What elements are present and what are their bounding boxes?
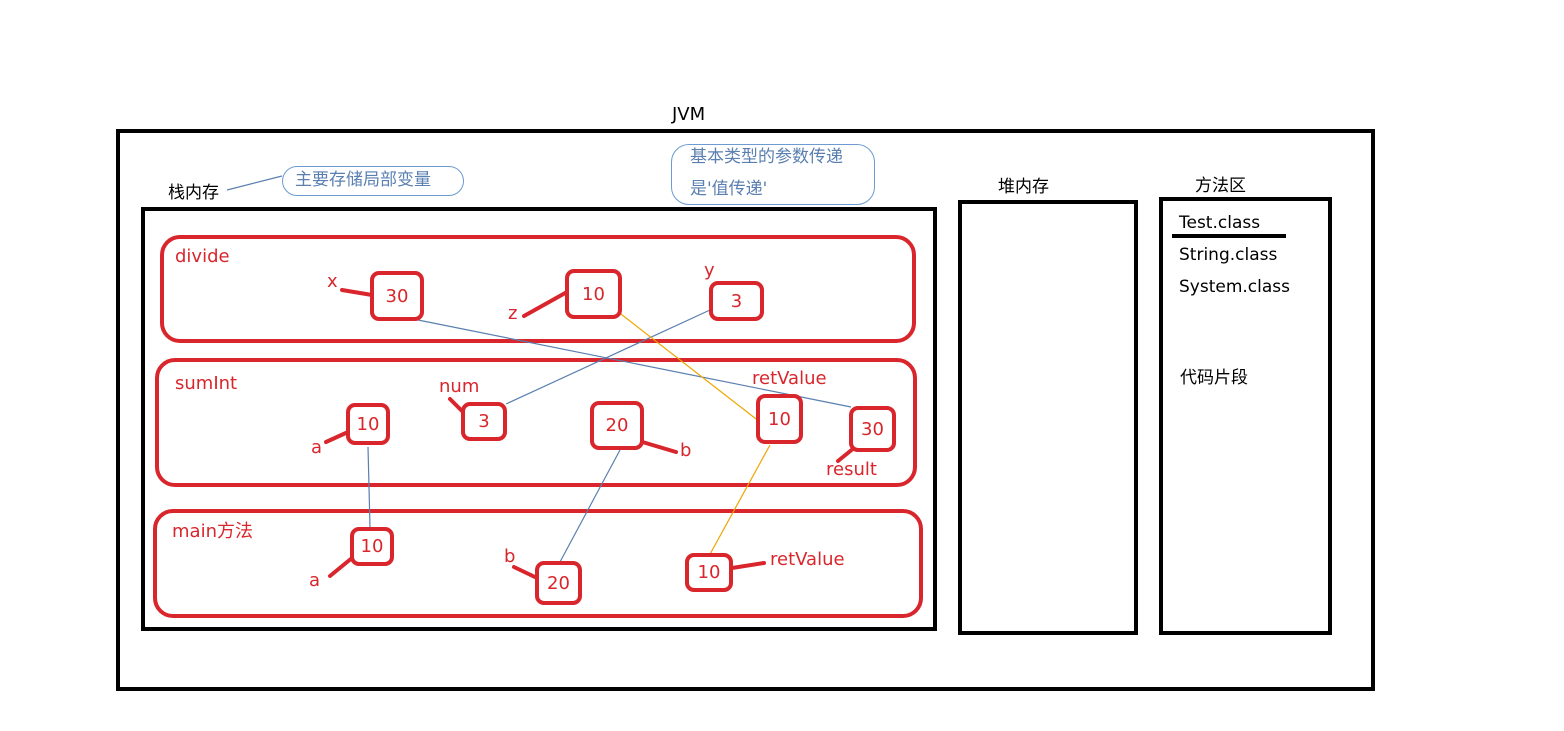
frame-sumint [155, 358, 917, 487]
var-box-sumint-a: 10 [346, 403, 390, 445]
stack-note-bubble [282, 166, 464, 196]
var-box-result: 30 [849, 406, 896, 452]
link-divide-x-to-result [417, 319, 852, 408]
var-name-main-retvalue: retValue [770, 549, 845, 570]
pointer-sumint-b [637, 439, 678, 454]
stack-title: 栈内存 [168, 183, 219, 203]
frame-divide [160, 235, 916, 343]
value-pass-note-line1: 基本类型的参数传递 [690, 147, 843, 167]
code-segment-label: 代码片段 [1180, 368, 1248, 388]
var-box-sumint-b: 20 [590, 401, 644, 450]
jvm-title: JVM [672, 104, 706, 125]
var-box-main-a: 10 [350, 527, 394, 566]
var-name-sumint-a: a [311, 437, 323, 458]
pointer-main-b [512, 565, 539, 580]
pointer-divide-x [340, 288, 374, 297]
pointer-sumint-result [836, 446, 856, 463]
heap-title: 堆内存 [998, 177, 1049, 197]
var-name-sumint-retvalue: retValue [752, 368, 827, 389]
link-retvalue-to-main-retvalue [708, 444, 771, 557]
var-name-main-b: b [504, 546, 516, 567]
var-name-x: x [327, 271, 338, 292]
var-name-y: y [704, 260, 715, 281]
pointer-divide-z [522, 290, 569, 318]
pointer-main-retvalue [730, 561, 766, 570]
method-area-class: System.class [1179, 277, 1290, 297]
frame-main-label: main方法 [172, 521, 253, 542]
pointer-main-a [328, 556, 354, 578]
frame-main [153, 509, 923, 618]
method-area-class: Test.class [1179, 213, 1261, 233]
stack-box [141, 207, 937, 631]
pointer-sumint-a [324, 430, 350, 444]
var-box-num: 3 [461, 402, 507, 441]
var-box-z: 10 [565, 269, 622, 319]
jvm-box [116, 129, 1375, 691]
var-box-x: 30 [370, 271, 424, 321]
link-num-to-divide-y [505, 309, 711, 405]
var-name-result: result [826, 459, 877, 480]
var-name-num: num [439, 376, 480, 397]
var-box-main-retvalue: 10 [685, 553, 733, 592]
link-divide-z-to-retvalue [616, 310, 761, 423]
var-name-sumint-b: b [680, 440, 692, 461]
heap-box [958, 200, 1138, 635]
frame-sumint-label: sumInt [175, 373, 238, 394]
value-pass-note-line2: 是'值传递' [690, 179, 768, 199]
var-box-y: 3 [709, 281, 764, 321]
method-area-class: String.class [1179, 245, 1278, 265]
frame-divide-label: divide [175, 246, 230, 267]
link-main-a-to-sumint-a [367, 446, 371, 528]
var-name-z: z [508, 303, 518, 324]
method-area-box [1159, 197, 1332, 635]
var-box-main-b: 20 [535, 561, 582, 605]
stack-note: 主要存储局部变量 [295, 170, 431, 190]
link-main-b-to-sumint-b [559, 449, 621, 563]
stack-note-pointer [226, 175, 283, 191]
var-name-main-a: a [309, 570, 321, 591]
value-pass-note-bubble [671, 144, 875, 205]
var-box-sumint-retvalue: 10 [756, 394, 803, 444]
method-area-title: 方法区 [1195, 176, 1246, 196]
